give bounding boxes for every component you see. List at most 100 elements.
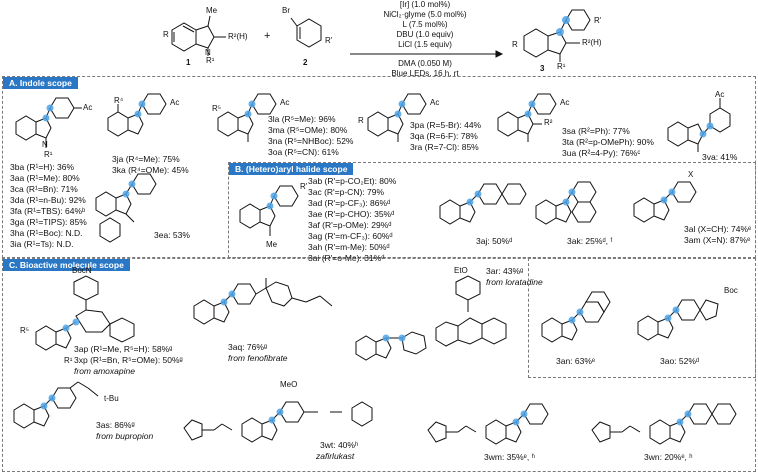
product-label: 3 xyxy=(540,64,545,73)
product-r1: R¹ xyxy=(557,62,566,71)
product-rp: R' xyxy=(594,16,602,25)
compound-3ka: 3ka (R⁴=OMe): 45% xyxy=(112,165,189,175)
meo-label: MeO xyxy=(280,380,298,389)
structure-3aq xyxy=(193,278,333,325)
compound-list-3ja: 3ja (R⁴=Me): 75% 3ka (R⁴=OMe): 45% xyxy=(112,154,189,176)
ac-label: Ac xyxy=(83,103,93,112)
compound-3aq: 3aq: 76%ᵍ xyxy=(228,342,268,352)
compound-3wt: 3wt: 40%ʰ xyxy=(320,440,359,450)
compound-3ar: 3ar: 43%ᵍ xyxy=(486,266,524,276)
product-r2: R²(H) xyxy=(582,38,602,47)
ac-label: Ac xyxy=(170,98,180,107)
compound-3pa: 3pa (R=5-Br): 44% xyxy=(410,120,482,130)
panel-aryl-halide-scope xyxy=(228,162,756,258)
from-fenofibrate: from fenofibrate xyxy=(228,353,288,363)
condition-line: [Ir] (1.0 mol%) xyxy=(399,0,451,9)
r5-label: R⁵ xyxy=(20,326,30,335)
structure-3sa xyxy=(497,93,557,142)
sm1-me: Me xyxy=(206,6,218,15)
structure-3an xyxy=(541,291,611,343)
sm2-r: R' xyxy=(325,36,333,45)
from-bupropion: from bupropion xyxy=(96,431,154,441)
compound-3ga: 3ga (R¹=TIPS): 85% xyxy=(10,217,87,227)
plus-sign: + xyxy=(264,30,271,42)
ac-label: Ac xyxy=(560,98,570,107)
compound-3wn: 3wn: 20%ᵉ, ʰ xyxy=(644,452,693,462)
panel-heteroaryl-box xyxy=(528,258,756,378)
compound-3ba: 3ba (R¹=H): 36% xyxy=(10,162,75,172)
compound-3ap: 3ap (R¹=Me, R⁵=H): 58%ᵍ xyxy=(74,344,173,354)
structure-3ba xyxy=(15,97,82,148)
me-label: Me xyxy=(266,240,278,249)
product-structure xyxy=(523,9,591,62)
sm1-r1: R¹ xyxy=(206,56,215,65)
eto-label: EtO xyxy=(454,266,468,275)
r1-label: R¹ xyxy=(64,356,73,365)
boc-label: Boc xyxy=(724,286,738,295)
structure-3ao xyxy=(637,299,719,341)
compound-3ea: 3ea: 53% xyxy=(154,230,190,240)
structure-3al xyxy=(633,181,697,223)
structure-3wn xyxy=(591,403,737,445)
structure-3wm xyxy=(427,403,549,445)
structure-3ak xyxy=(535,181,597,225)
condition-line: L (7.5 mol%) xyxy=(402,20,448,29)
sm1-r2: R²(H) xyxy=(228,32,248,41)
structure-3ja xyxy=(107,93,167,137)
x-label: X xyxy=(688,170,694,179)
compound-3aa: 3aa (R¹=Me): 80% xyxy=(10,173,80,183)
structure-3va xyxy=(667,98,731,152)
compound-3la: 3la (R⁵=Me): 96% xyxy=(268,114,336,124)
structure-3as xyxy=(13,381,99,429)
structure-3ea xyxy=(95,173,157,243)
compound-3al: 3al (X=CH): 74%ᵉ xyxy=(684,224,752,234)
ac-label: Ac xyxy=(430,98,440,107)
sm1-label: 1 xyxy=(186,58,191,67)
compound-3ak: 3ak: 25%ᵈ, ᶠ xyxy=(567,236,613,246)
conditions-above: [Ir] (1.0 mol%) NiCl₂·glyme (5.0 mol%) L… xyxy=(350,0,500,50)
compound-3ha: 3ha (R¹=Boc): N.D. xyxy=(10,228,83,238)
ac-label: Ac xyxy=(280,98,290,107)
condition-line: DMA (0.050 M) xyxy=(398,59,452,68)
compound-3ae: 3ae (R'=p-CHO): 35%ᵈ xyxy=(308,209,395,219)
structure-3ar xyxy=(355,275,507,361)
r4-label: R⁴ xyxy=(114,96,124,105)
compound-3va: 3va: 41% xyxy=(702,152,738,162)
compound-list-3ba: 3ba (R¹=H): 36% 3aa (R¹=Me): 80% 3ca (R¹… xyxy=(10,162,87,250)
compound-3wm: 3wm: 35%ᵉ, ʰ xyxy=(484,452,535,462)
compound-3ao: 3ao: 52%ᵈ xyxy=(660,356,700,366)
structure-3ab xyxy=(239,185,299,236)
compound-3as: 3as: 86%ᵍ xyxy=(96,420,135,430)
compound-3ac: 3ac (R'=p-CN): 79% xyxy=(308,187,385,197)
compound-list-3la: 3la (R⁵=Me): 96% 3ma (R⁵=OMe): 80% 3na (… xyxy=(268,114,354,158)
compound-list-3pa: 3pa (R=5-Br): 44% 3qa (R=6-F): 78% 3ra (… xyxy=(410,120,481,153)
condition-line: Blue LEDs, 16 h, rt xyxy=(391,69,459,78)
compound-3ma: 3ma (R⁵=OMe): 80% xyxy=(268,125,348,135)
condition-line: LiCl (1.5 equiv) xyxy=(398,40,452,49)
compound-3ag: 3ag (R'=m-CF₃): 60%ᵈ xyxy=(308,231,393,241)
from-amoxapine: from amoxapine xyxy=(74,366,135,376)
n-label: N xyxy=(42,140,48,149)
r-label: R xyxy=(358,116,364,125)
r1-label: R¹ xyxy=(44,150,53,159)
compound-3aj: 3aj: 50%ᵈ xyxy=(476,236,513,246)
compound-3sa: 3sa (R²=Ph): 77% xyxy=(562,126,630,136)
structure-3aj xyxy=(439,183,527,225)
section-c-title: C. Bioactive molecule scope xyxy=(3,259,130,271)
structure-3ap xyxy=(35,275,135,351)
compound-3da: 3da (R¹=n-Bu): 92% xyxy=(10,195,86,205)
compound-3ad: 3ad (R'=p-CF₃): 86%ᵈ xyxy=(308,198,391,208)
sm2-label: 2 xyxy=(303,58,308,67)
compound-3an: 3an: 63%ᵉ xyxy=(556,356,596,366)
indole-starting-material xyxy=(171,15,226,56)
from-loratadine: from loratadine xyxy=(486,277,543,287)
compound-3am: 3am (X=N): 87%ᵉ xyxy=(684,235,751,245)
compound-3ia: 3ia (R¹=Ts): N.D. xyxy=(10,239,74,249)
structure-3la xyxy=(217,93,277,142)
section-a-title: A. Indole scope xyxy=(3,77,78,89)
compound-3ta: 3ta (R²=p-OMePh): 90% xyxy=(562,137,654,147)
tbu-label: t-Bu xyxy=(104,394,119,403)
compound-3ua: 3ua (R²=4-Py): 76%ᶜ xyxy=(562,148,641,158)
sm1-r: R xyxy=(163,30,169,39)
condition-line: DBU (1.0 equiv) xyxy=(396,30,454,39)
